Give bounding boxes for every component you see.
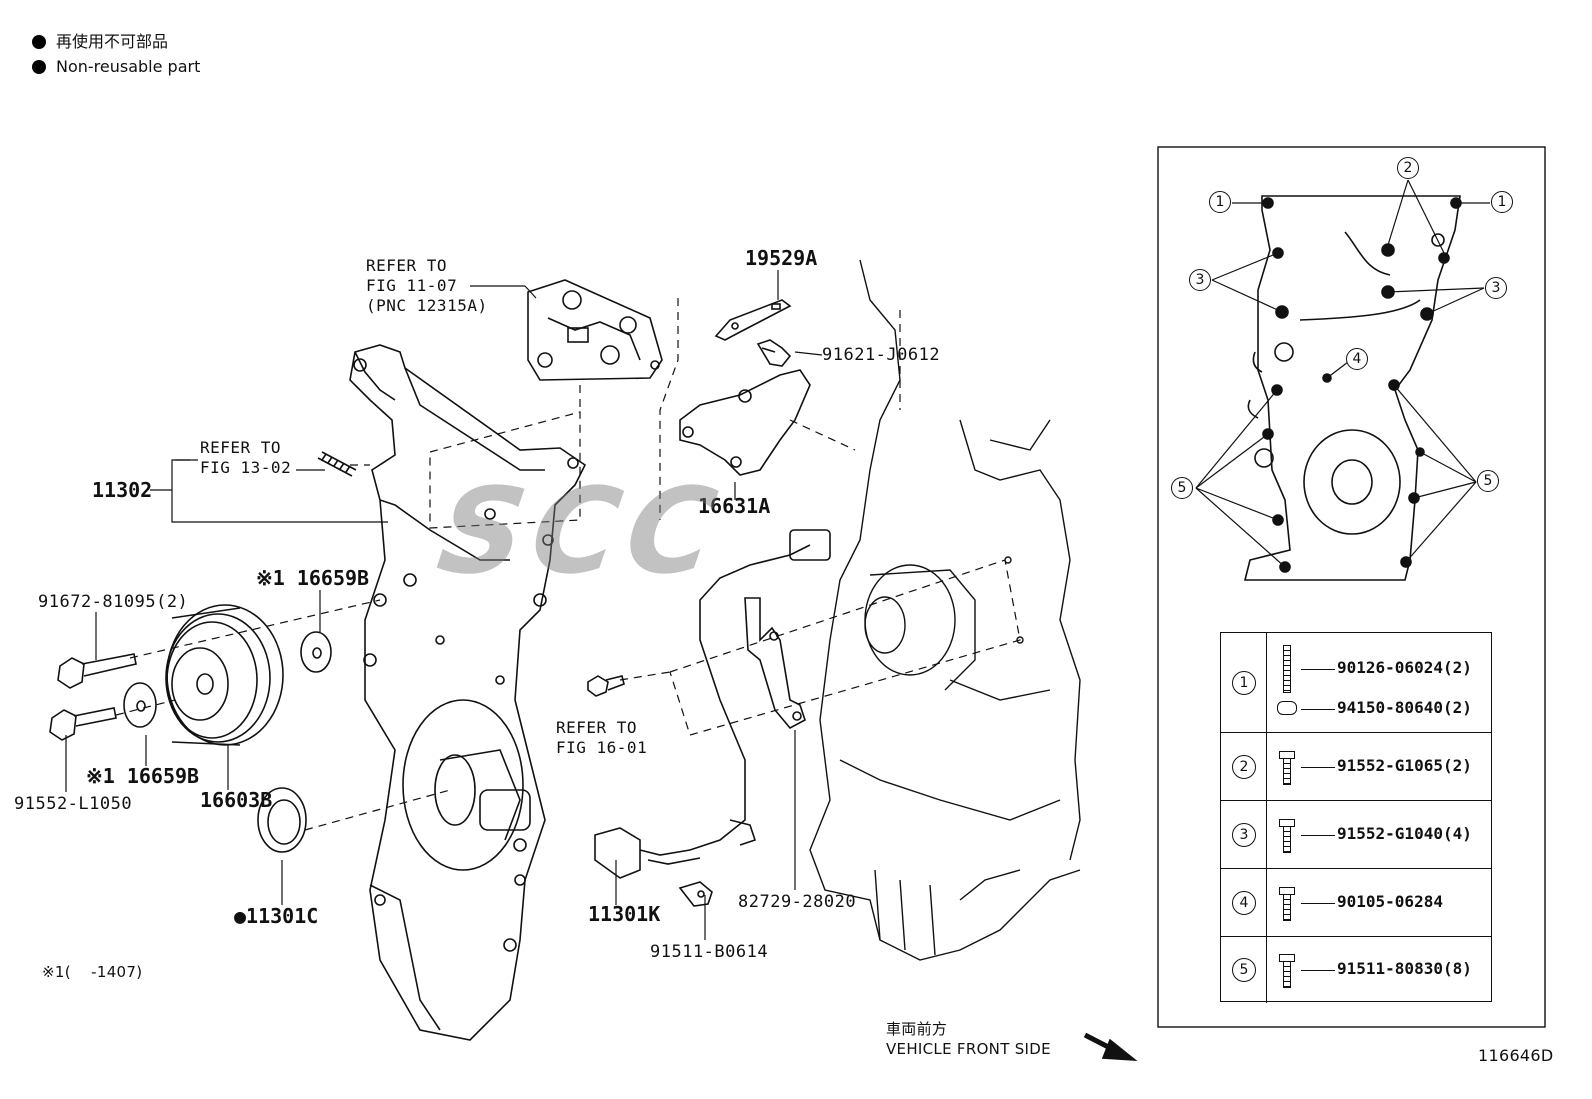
bullet-icon (32, 35, 46, 49)
inset-open-hole (1431, 233, 1445, 247)
bolt-table-num: 2 (1232, 755, 1256, 779)
bolt-leader (1301, 669, 1335, 670)
watermark: SCC (430, 462, 732, 600)
inset-callout-3[interactable]: 3 (1485, 277, 1507, 299)
bolt-table-row: 4 90105-06284 (1221, 869, 1491, 937)
bolt-table-num: 4 (1232, 891, 1256, 915)
footnote: ※1( -1407) (42, 963, 143, 981)
bolt-91552-L1050 (49, 707, 117, 741)
wire-bracket-19529A (714, 299, 792, 341)
bolt-leader (1301, 835, 1335, 836)
front-side-en: VEHICLE FRONT SIDE (886, 1040, 1051, 1058)
bracket-16631A (679, 369, 811, 476)
washer-16659B-top (300, 631, 332, 673)
bolt-table-num-cell: 2 (1221, 733, 1267, 800)
bolt-leader (1301, 767, 1335, 768)
bolt-91621 (756, 339, 792, 367)
bolt-table-num-cell: 1 (1221, 633, 1267, 732)
bolt-cover-mount (587, 675, 625, 697)
inset-callout-1[interactable]: 1 (1209, 191, 1231, 213)
bolt-icon (1279, 954, 1295, 988)
bolt-table-num: 5 (1232, 958, 1256, 982)
bolt-table-num-cell: 5 (1221, 937, 1267, 1003)
bolt-leader (1301, 709, 1335, 710)
front-side-jp: 車両前方 (886, 1020, 948, 1038)
legend-jp: 再使用不可部品 (32, 32, 168, 52)
bolt-table-row: 1 90126-06024(2) 94150-80640(2) (1221, 633, 1491, 733)
bolt-part-number[interactable]: 91552-G1065(2) (1337, 756, 1472, 775)
leader-lines (65, 270, 823, 940)
part-91621-J0612[interactable]: 91621-J0612 (822, 345, 941, 365)
part-91511-B0614[interactable]: 91511-B0614 (650, 942, 769, 962)
part-16603B[interactable]: 16603B (200, 788, 273, 812)
inset-cover-outline (1243, 195, 1461, 581)
refer-fig-11-07[interactable]: REFER TO FIG 11-07 (PNC 12315A) (366, 256, 488, 315)
bolt-icon (1277, 701, 1297, 715)
bolt-shank (1283, 827, 1291, 853)
legend-jp-text: 再使用不可部品 (56, 32, 169, 51)
bolt-leader (1301, 903, 1335, 904)
part-91672-81095[interactable]: 91672-81095(2) (38, 592, 189, 612)
bolt-leader (1301, 970, 1335, 971)
crank-sensor-11301K (594, 529, 831, 879)
bolt-icon (1283, 645, 1291, 693)
stud-bolt (317, 451, 357, 477)
part-11301K[interactable]: 11301K (588, 902, 661, 926)
mount-bracket (527, 279, 663, 381)
inset-callout-1[interactable]: 1 (1491, 191, 1513, 213)
oil-seal-11301C (257, 787, 307, 853)
bolt-table-row: 3 91552-G1040(4) (1221, 801, 1491, 869)
bolt-table: 1 90126-06024(2) 94150-80640(2) 2 91552-G106… (1220, 632, 1492, 1003)
washer-16659B-bottom (123, 682, 157, 728)
refer-fig-16-01[interactable]: REFER TO FIG 16-01 (556, 718, 648, 757)
bolt-table-num-cell: 4 (1221, 869, 1267, 936)
part-19529A[interactable]: 19529A (745, 246, 818, 270)
bolt-icon (1279, 751, 1295, 785)
engine-block (809, 259, 1081, 961)
bolt-part-number[interactable]: 94150-80640(2) (1337, 698, 1472, 717)
bolt-table-num-cell: 3 (1221, 801, 1267, 868)
inset-callout-5[interactable]: 5 (1477, 470, 1499, 492)
bolt-shank (1283, 759, 1291, 785)
bolt-table-row: 5 91511-80830(8) (1221, 937, 1491, 1003)
bolt-table-num: 3 (1232, 823, 1256, 847)
refer-fig-13-02[interactable]: REFER TO FIG 13-02 (200, 438, 292, 477)
bolt-table-row: 2 91552-G1065(2) (1221, 733, 1491, 801)
part-11302[interactable]: 11302 (92, 478, 153, 502)
inset-leaders (1195, 179, 1490, 568)
bullet-icon (32, 60, 46, 74)
inset-bolt-holes (1262, 197, 1462, 573)
inset-callout-5[interactable]: 5 (1171, 477, 1193, 499)
bolt-part-number[interactable]: 90105-06284 (1337, 892, 1443, 911)
inset-callout-2[interactable]: 2 (1397, 157, 1419, 179)
bolt-91511-B0614 (678, 881, 713, 907)
inset-callout-3[interactable]: 3 (1189, 269, 1211, 291)
bolt-part-number[interactable]: 91511-80830(8) (1337, 959, 1472, 978)
part-16659B-bottom[interactable]: ※1 16659B (86, 764, 200, 788)
bolt-part-number[interactable]: 91552-G1040(4) (1337, 824, 1472, 843)
front-arrow-icon (1083, 1032, 1138, 1061)
bolt-icon (1279, 819, 1295, 853)
bolt-91672 (57, 653, 137, 689)
inset-callout-4[interactable]: 4 (1346, 348, 1368, 370)
crank-pulley-16603B (165, 604, 284, 746)
part-82729-28020[interactable]: 82729-28020 (738, 892, 857, 912)
timing-cover-11302 (349, 344, 587, 1041)
part-11301C[interactable]: ●11301C (234, 904, 319, 928)
sensor-bracket-82729 (744, 597, 806, 730)
part-16659B-top[interactable]: ※1 16659B (256, 566, 370, 590)
part-91552-L1050[interactable]: 91552-L1050 (14, 794, 133, 814)
bolt-part-number[interactable]: 90126-06024(2) (1337, 658, 1472, 677)
legend-en: Non-reusable part (32, 57, 200, 77)
bolt-shank (1283, 962, 1291, 988)
bolt-icon (1279, 887, 1295, 921)
inset-frame (1157, 146, 1546, 1028)
part-16631A[interactable]: 16631A (698, 494, 771, 518)
legend-en-text: Non-reusable part (56, 57, 201, 76)
bolt-table-num: 1 (1232, 671, 1256, 695)
figure-id: 116646D (1478, 1046, 1554, 1065)
bolt-shank (1283, 895, 1291, 921)
